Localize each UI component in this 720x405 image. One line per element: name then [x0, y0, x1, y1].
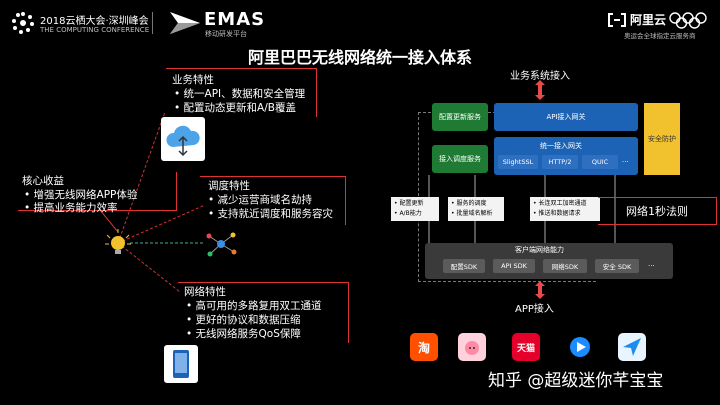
emas-subtitle: 移动研发平台 — [205, 30, 247, 38]
app-access-arrow-icon — [535, 281, 545, 299]
note-config: • 配置更新 • A/B能力 — [391, 197, 439, 221]
config-service-box: 配置更新服务 — [432, 103, 488, 131]
network-nodes-icon — [206, 232, 237, 257]
core-benefits-title: 核心收益 — [22, 175, 64, 187]
business-access-arrow-icon — [535, 80, 545, 100]
tmall-app-icon: 天猫 — [512, 333, 540, 361]
pig-app-icon — [458, 333, 486, 361]
olympic-rings-icon — [669, 12, 707, 29]
sdk-more: ... — [648, 260, 655, 268]
olympic-rings — [668, 12, 708, 30]
sdk-chip: 网络SDK — [543, 259, 587, 273]
scheduling-features-box — [200, 176, 346, 225]
sdk-chip: 配置SDK — [443, 259, 485, 273]
business-features-title: 业务特性 — [172, 74, 214, 86]
note-line: • 长连双工加密通道 — [533, 200, 587, 207]
event-title: 2018云栖大会·深圳峰会 — [40, 16, 149, 27]
network-features-box — [178, 282, 349, 343]
network-node — [204, 230, 238, 258]
event-subtitle: THE COMPUTING CONFERENCE — [40, 26, 150, 34]
business-access-label: 业务系统接入 — [510, 71, 570, 82]
note-line: • 服务的调度 — [451, 200, 487, 207]
client-capability-title: 客户端网络能力 — [515, 246, 564, 254]
protocol-chip: HTTP/2 — [542, 155, 578, 169]
pig-icon — [465, 341, 479, 355]
sdk-chip: API SDK — [493, 259, 535, 273]
youku-app-icon — [566, 333, 594, 361]
core-benefits-box — [18, 172, 177, 211]
scheduling-feature-item: • 支持就近调度和服务容灾 — [208, 208, 334, 220]
conference-logo — [10, 10, 36, 36]
network-feature-item: • 更好的协议和数据压缩 — [186, 314, 301, 326]
aliyun-logo-icon — [608, 13, 626, 27]
protocol-more: ... — [622, 156, 629, 164]
phone-icon — [173, 350, 189, 378]
emas-logo — [168, 10, 202, 36]
navigation-app-icon — [618, 333, 646, 361]
rule-label: 网络1秒法则 — [626, 205, 688, 218]
watermark: 知乎 @超级迷你芊宝宝 — [488, 371, 664, 391]
network-feature-item: • 无线网络服务QoS保障 — [186, 328, 301, 340]
phone-box — [164, 345, 198, 383]
navigation-arrow-icon — [623, 338, 641, 356]
scheduling-features-title: 调度特性 — [208, 180, 250, 192]
network-feature-item: • 高可用的多路复用双工通道 — [186, 300, 322, 312]
note-line: • 推送和数据请求 — [533, 210, 581, 217]
header-divider — [152, 12, 153, 34]
note-line: • 配置更新 — [394, 200, 424, 207]
network-features-title: 网络特性 — [184, 286, 226, 298]
aliyun-subtitle: 奥运会全球指定云服务商 — [624, 32, 696, 40]
note-line: • 批量域名解析 — [451, 210, 493, 217]
lightbulb — [104, 228, 132, 260]
app-access-label: APP接入 — [515, 304, 554, 315]
cloud-box — [161, 117, 205, 161]
taobao-app-icon: 淘 — [410, 333, 438, 361]
protocol-chip: SlightSSL — [498, 155, 538, 169]
connector-lines — [99, 111, 206, 293]
play-icon — [570, 337, 590, 357]
rule-box — [598, 197, 717, 225]
cloud-upload-icon — [166, 125, 200, 157]
aliyun-logo-text: 阿里云 — [630, 13, 667, 27]
sdk-chip: 安全 SDK — [595, 259, 639, 273]
conference-logo-icon — [12, 12, 34, 34]
note-line: • A/B能力 — [394, 210, 422, 217]
core-benefit-item: • 增强无线网络APP体验 — [24, 189, 138, 201]
aliyun-logo-mark — [607, 12, 627, 27]
emas-logo-icon — [170, 12, 200, 34]
business-feature-item: • 统一API、数据和安全管理 — [174, 88, 306, 100]
scheduling-feature-item: • 减少运营商域名劫持 — [208, 194, 313, 206]
emas-logo-text: EMAS — [204, 9, 266, 30]
page-title: 阿里巴巴无线网络统一接入体系 — [247, 48, 472, 67]
note-scheduling: • 服务的调度 • 批量域名解析 — [448, 197, 504, 221]
core-benefit-item: • 提高业务能力效率 — [24, 202, 118, 214]
business-features-box — [166, 68, 317, 117]
protocol-chip: QUIC — [582, 155, 618, 169]
business-feature-item: • 配置动态更新和A/B覆盖 — [174, 102, 296, 114]
lightbulb-icon — [105, 229, 131, 254]
scheduling-service-box: 接入调度服务 — [432, 145, 488, 173]
note-channel: • 长连双工加密通道 • 推送和数据请求 — [530, 197, 600, 221]
unified-gateway-label: 统一接入网关 — [540, 142, 582, 150]
security-box: 安全防护 — [644, 103, 680, 175]
api-gateway-box: API接入网关 — [494, 103, 638, 131]
